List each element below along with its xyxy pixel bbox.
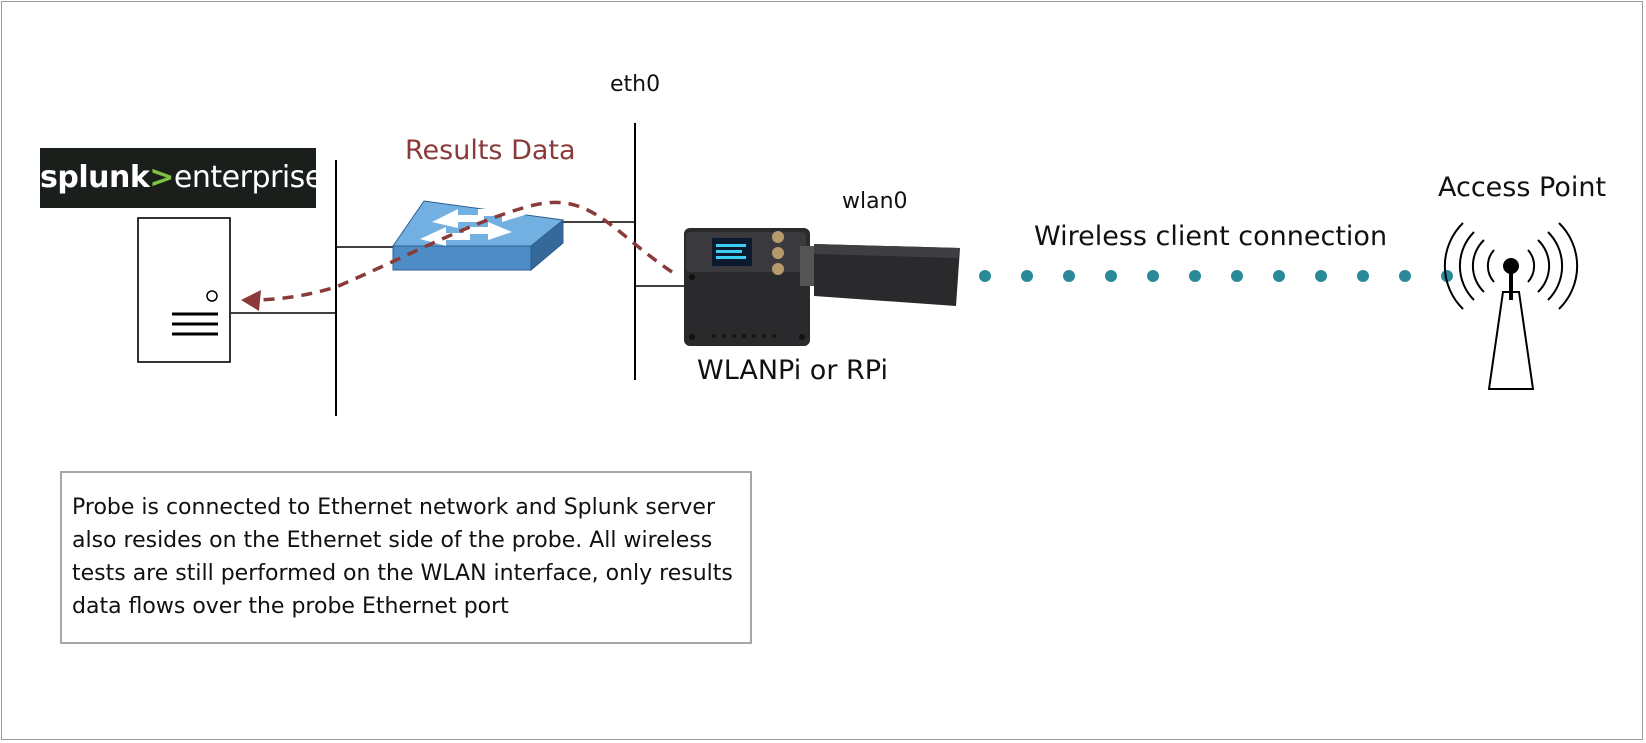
network-switch-icon [392, 200, 565, 272]
flow-arrowhead-icon [241, 290, 261, 311]
server-icon [137, 217, 231, 363]
logo-separator: > [149, 160, 174, 195]
wireless-connection-label: Wireless client connection [1034, 221, 1388, 252]
results-data-flow-arrow [251, 200, 673, 302]
usb-wifi-adapter-icon [800, 244, 960, 306]
logo-brand: splunk [40, 160, 150, 195]
access-point-label: Access Point [1438, 172, 1607, 203]
eth0-label: eth0 [610, 72, 661, 97]
probe-label: WLANPi or RPi [697, 355, 888, 386]
splunk-enterprise-logo: splunk>enterprise [40, 148, 323, 208]
wireless-connection-dots [979, 270, 1453, 282]
logo-product: enterprise [173, 160, 323, 195]
wlanpi-probe-icon [684, 228, 810, 346]
access-point-icon [1443, 222, 1579, 390]
description-note: Probe is connected to Ethernet network a… [60, 471, 752, 644]
results-data-label: Results Data [405, 135, 576, 166]
wlan0-label: wlan0 [842, 189, 908, 214]
